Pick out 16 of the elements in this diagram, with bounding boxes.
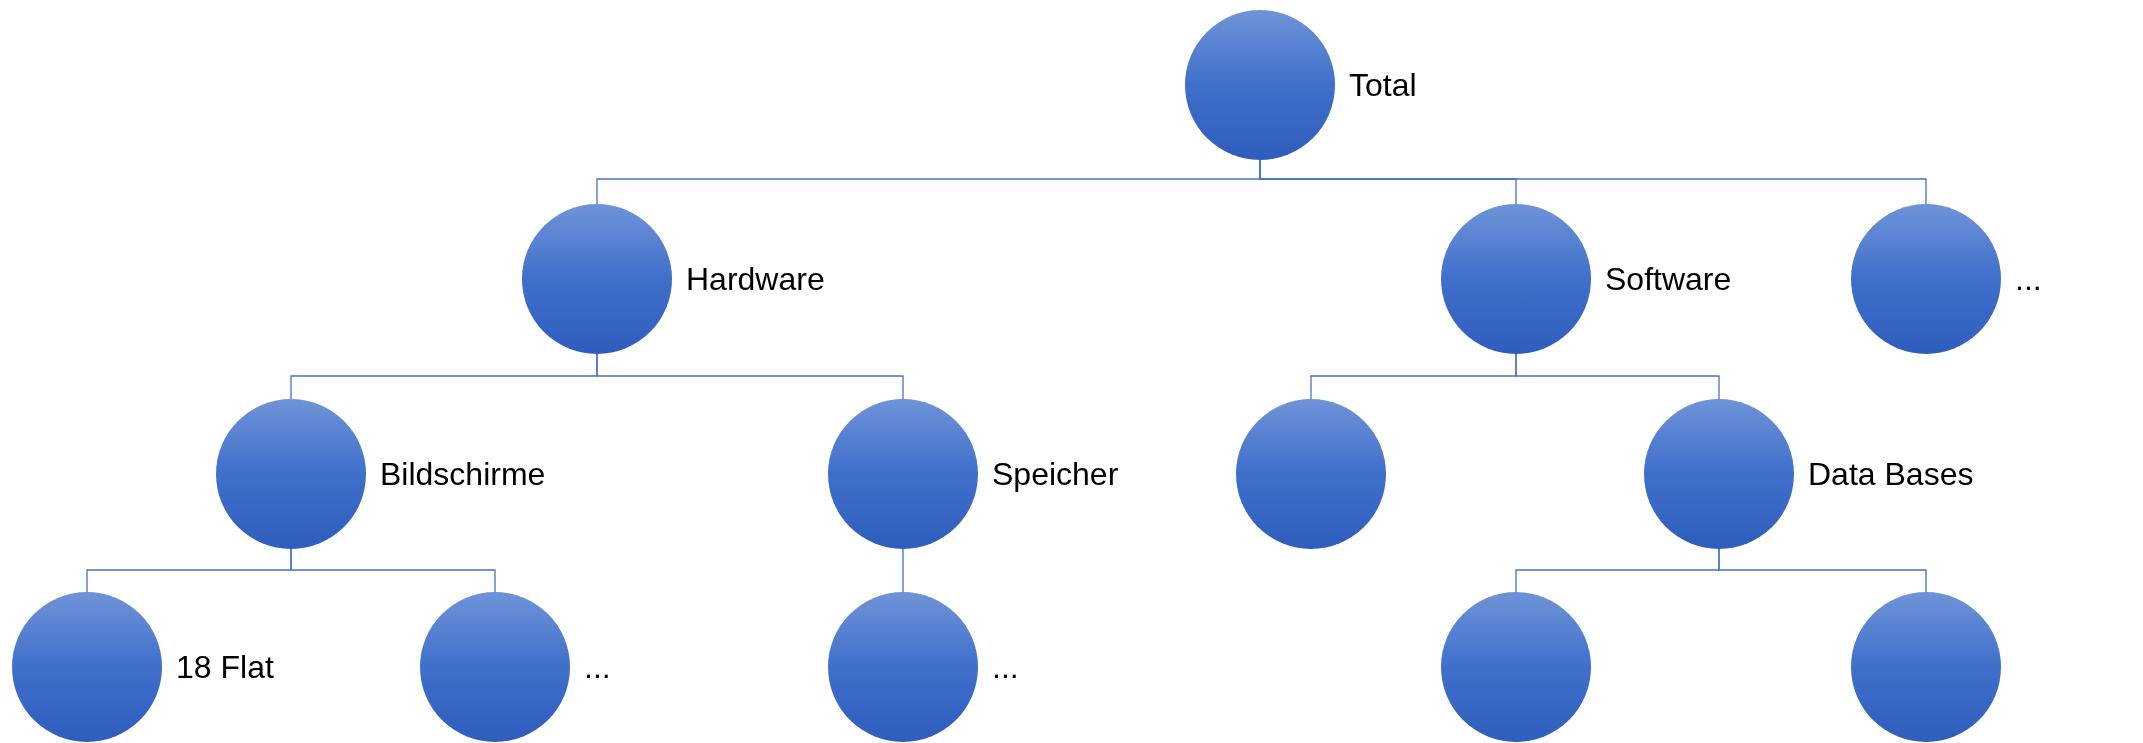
node-label: ... [992,648,1019,687]
node-label: ... [584,648,611,687]
node-label: Speicher [992,455,1119,494]
node-label: Bildschirme [380,455,546,494]
node-label: ... [2015,260,2042,299]
connector-line [1259,159,1927,205]
node-label: Software [1605,260,1732,299]
node-label: Total [1349,66,1417,105]
connector-line [290,548,496,593]
connector-line [902,548,904,593]
node-label: 18 Flat [176,648,274,687]
connector-line [1515,353,1720,400]
node-label: Hardware [686,260,825,299]
connector-line [596,353,904,400]
connector-line [1718,548,1927,593]
node-label: Data Bases [1808,455,1974,494]
